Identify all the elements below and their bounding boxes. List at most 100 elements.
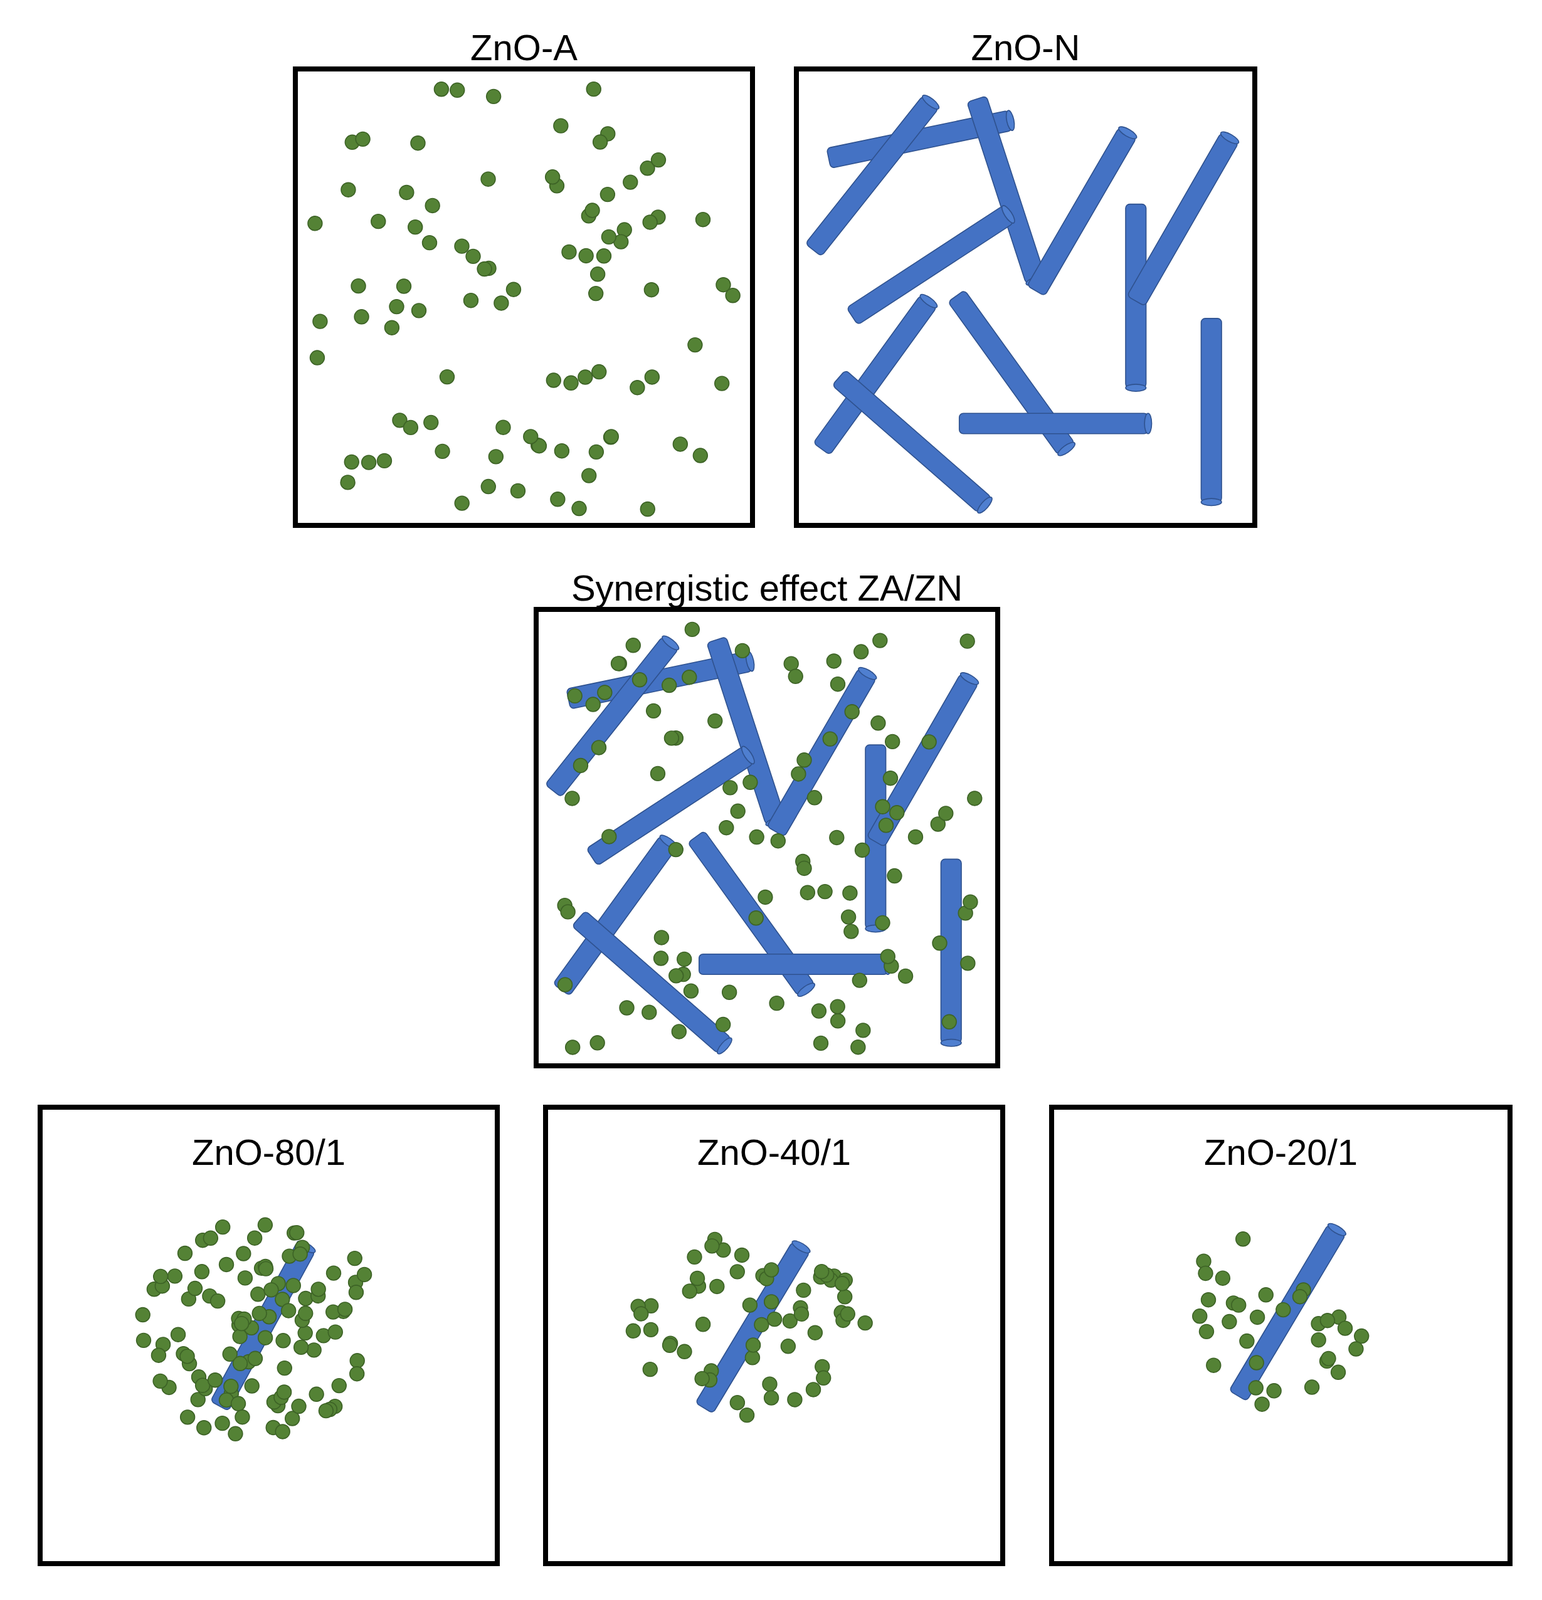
nanoparticle bbox=[561, 245, 577, 260]
nanoparticle bbox=[435, 443, 450, 459]
nanoparticle bbox=[596, 248, 612, 264]
nanoparticle bbox=[1338, 1321, 1353, 1336]
nanoparticle bbox=[814, 1264, 830, 1280]
nanoparticle bbox=[830, 999, 845, 1014]
nanoparticle bbox=[311, 1282, 326, 1297]
nanoparticle bbox=[690, 1271, 705, 1287]
nanoparticle bbox=[1201, 1293, 1216, 1308]
nanoparticle bbox=[743, 775, 758, 790]
nanoparticle bbox=[835, 1276, 850, 1292]
nanoparticle bbox=[908, 830, 924, 845]
nanoparticle bbox=[787, 1392, 803, 1408]
nanoparticle bbox=[585, 697, 601, 712]
nanoparticle bbox=[684, 622, 700, 638]
nanoparticle bbox=[196, 1420, 212, 1436]
nanoparticle bbox=[565, 791, 580, 806]
nanoparticle bbox=[389, 299, 404, 315]
nanorod bbox=[571, 911, 734, 1057]
nanoparticle bbox=[277, 1385, 292, 1400]
nanorod bbox=[1200, 318, 1222, 507]
nanoparticle bbox=[770, 834, 786, 849]
nanoparticle bbox=[1266, 1383, 1282, 1399]
nanoparticle bbox=[341, 182, 356, 197]
nanoparticle bbox=[875, 915, 890, 930]
nanoparticle bbox=[440, 369, 455, 385]
nanoparticle bbox=[841, 909, 856, 925]
nanoparticle bbox=[734, 1248, 750, 1263]
nanoparticle bbox=[797, 861, 812, 877]
panel-box: ZnO-80/1 bbox=[37, 1104, 500, 1567]
nanoparticle bbox=[1258, 1288, 1273, 1303]
nanoparticle bbox=[477, 262, 492, 277]
nanoparticle bbox=[208, 1373, 223, 1388]
nanoparticle bbox=[729, 1264, 745, 1280]
nanoparticle bbox=[590, 267, 606, 282]
nanoparticle bbox=[578, 248, 594, 264]
nanoparticle bbox=[938, 806, 954, 821]
nanoparticle bbox=[558, 977, 573, 993]
nanoparticle bbox=[425, 198, 440, 214]
nanoparticle bbox=[252, 1306, 267, 1322]
nanoparticle bbox=[807, 1325, 823, 1341]
nanoparticle bbox=[377, 454, 392, 469]
nanoparticle bbox=[434, 82, 449, 97]
nanoparticle bbox=[289, 1225, 305, 1241]
nanoparticle bbox=[682, 670, 697, 685]
nanoparticle bbox=[1249, 1355, 1264, 1371]
nanoparticle bbox=[603, 430, 619, 445]
nanorod bbox=[699, 954, 892, 976]
nanoparticle bbox=[545, 169, 560, 185]
nanoparticle bbox=[707, 713, 723, 729]
nanoparticle bbox=[696, 212, 711, 228]
nanoparticle bbox=[875, 799, 890, 814]
nanoparticle bbox=[136, 1333, 152, 1348]
nanoparticle bbox=[850, 1040, 866, 1055]
nanoparticle bbox=[1304, 1380, 1320, 1395]
nanoparticle bbox=[800, 885, 815, 900]
nanoparticle bbox=[754, 1318, 769, 1333]
panel-title: ZnO-40/1 bbox=[697, 1132, 851, 1173]
nanoparticle bbox=[331, 1378, 347, 1394]
nanoparticle bbox=[880, 949, 895, 964]
nanorod bbox=[940, 859, 962, 1047]
nanoparticle bbox=[231, 1396, 246, 1411]
nanoparticle bbox=[347, 1251, 362, 1267]
nanoparticle bbox=[611, 656, 626, 671]
nanoparticle bbox=[546, 373, 561, 388]
nanoparticle bbox=[357, 1267, 372, 1283]
nanorod bbox=[695, 1239, 812, 1415]
nanoparticle bbox=[180, 1410, 196, 1425]
nanorod bbox=[1126, 129, 1241, 307]
panel-box: Synergistic effect ZA/ZN bbox=[533, 607, 1001, 1069]
nanoparticle bbox=[619, 1000, 634, 1016]
nanoparticle bbox=[1348, 1341, 1364, 1357]
nanoparticle bbox=[872, 633, 888, 648]
nanoparticle bbox=[601, 229, 616, 244]
nanoparticle bbox=[642, 215, 658, 230]
nanoparticle bbox=[687, 337, 703, 353]
nanoparticle bbox=[480, 171, 496, 187]
panel-box: ZnO-20/1 bbox=[1049, 1104, 1513, 1567]
nanoparticle bbox=[560, 904, 576, 920]
nanoparticle bbox=[215, 1220, 231, 1235]
nanorod bbox=[832, 369, 994, 516]
nanoparticle bbox=[223, 1379, 239, 1395]
nanoparticle bbox=[496, 420, 511, 435]
nanoparticle bbox=[585, 203, 600, 218]
nanoparticle bbox=[586, 82, 601, 97]
panel-title: ZnO-A bbox=[470, 27, 578, 68]
nanoparticle bbox=[1331, 1365, 1346, 1380]
nanoparticle bbox=[553, 118, 569, 133]
nanoparticle bbox=[709, 1279, 725, 1295]
nanoparticle bbox=[292, 1247, 308, 1262]
nanoparticle bbox=[337, 1302, 353, 1317]
nanoparticle bbox=[696, 1317, 711, 1332]
nanoparticle bbox=[662, 678, 677, 693]
nanoparticle bbox=[1250, 1310, 1265, 1326]
nanorod bbox=[210, 1239, 318, 1411]
nanoparticle bbox=[797, 753, 812, 768]
nanoparticle bbox=[898, 969, 914, 984]
nanoparticle bbox=[822, 731, 838, 747]
nanoparticle bbox=[769, 996, 784, 1011]
nanoparticle bbox=[830, 677, 846, 692]
